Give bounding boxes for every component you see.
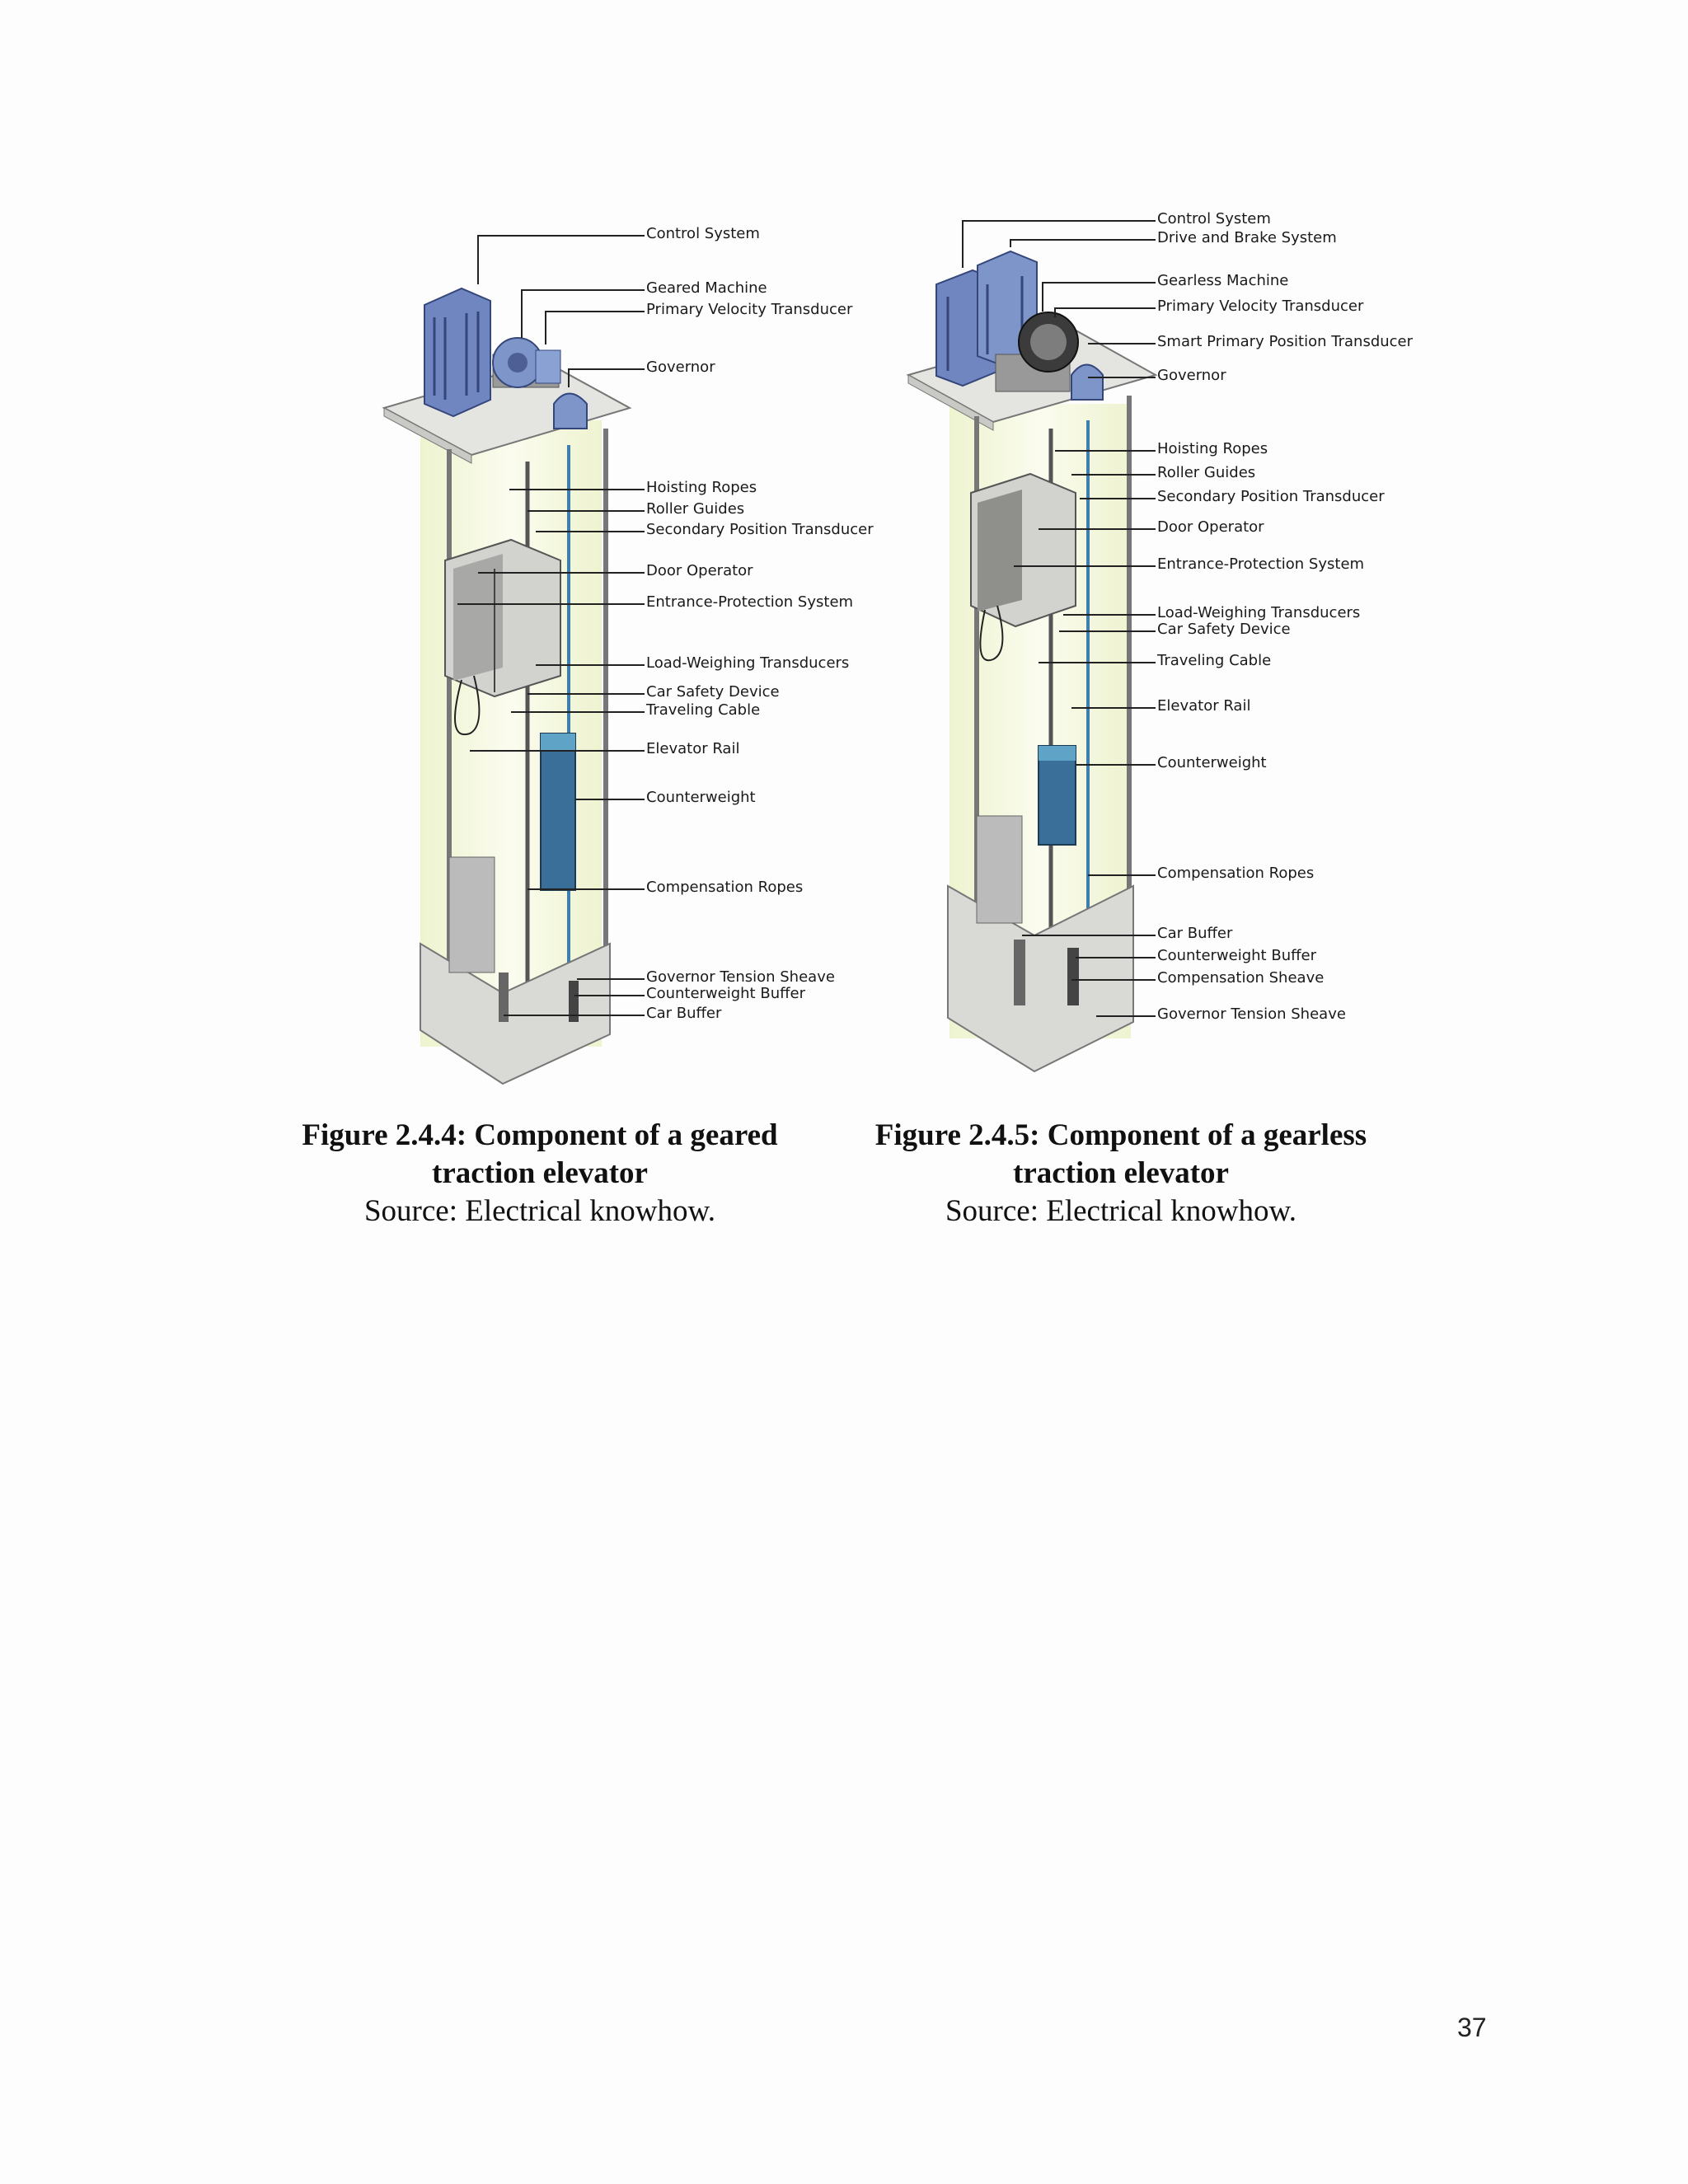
callout-traveling-cable: Traveling Cable: [1157, 652, 1272, 669]
callout-door-operator: Door Operator: [1157, 518, 1264, 536]
figure-caption-geared: Figure 2.4.4: Component of a geared trac…: [264, 1117, 816, 1230]
callout-entrance-protection-system: Entrance-Protection System: [646, 593, 854, 611]
callout-hoisting-ropes: Hoisting Ropes: [1157, 440, 1268, 457]
callout-drive-and-brake-system: Drive and Brake System: [1157, 229, 1337, 246]
caption-source: Source: Electrical knowhow.: [945, 1194, 1297, 1228]
callout-gearless-machine: Gearless Machine: [1157, 272, 1289, 289]
callout-compensation-ropes: Compensation Ropes: [646, 879, 804, 896]
caption-title-line1: Figure 2.4.5: Component of a gearless: [874, 1118, 1367, 1152]
callout-secondary-position-transducer: Secondary Position Transducer: [646, 521, 874, 538]
callout-counterweight-buffer: Counterweight Buffer: [646, 985, 805, 1002]
callout-governor: Governor: [646, 359, 715, 376]
callout-roller-guides: Roller Guides: [646, 500, 745, 518]
callout-car-buffer: Car Buffer: [646, 1005, 722, 1022]
page-number: 37: [1457, 2013, 1487, 2042]
callout-elevator-rail: Elevator Rail: [1157, 697, 1251, 715]
callout-compensation-sheave: Compensation Sheave: [1157, 969, 1325, 987]
callout-roller-guides: Roller Guides: [1157, 464, 1256, 481]
caption-title-line2: traction elevator: [1013, 1156, 1229, 1190]
counterweight-icon: [540, 733, 576, 891]
gearless-elevator-drawing: [906, 250, 1158, 1073]
callout-counterweight: Counterweight: [1157, 754, 1267, 771]
callout-counterweight-buffer: Counterweight Buffer: [1157, 947, 1316, 964]
caption-title-line1: Figure 2.4.4: Component of a geared: [302, 1118, 778, 1152]
callout-counterweight: Counterweight: [646, 789, 756, 806]
callout-governor-tension-sheave: Governor Tension Sheave: [646, 968, 835, 986]
callout-car-safety-device: Car Safety Device: [646, 683, 780, 701]
geared-machine-icon: [492, 337, 561, 388]
callout-secondary-position-transducer: Secondary Position Transducer: [1157, 488, 1385, 505]
callout-elevator-rail: Elevator Rail: [646, 740, 740, 757]
callout-smart-primary-position-transducer: Smart Primary Position Transducer: [1157, 333, 1414, 350]
callout-governor: Governor: [1157, 367, 1226, 384]
callout-load-weighing-transducers: Load-Weighing Transducers: [1157, 604, 1361, 621]
callout-governor-tension-sheave: Governor Tension Sheave: [1157, 1005, 1346, 1023]
geared-leader-lines: [457, 235, 645, 1016]
callout-compensation-ropes: Compensation Ropes: [1157, 865, 1315, 882]
governor-icon: [1071, 363, 1104, 401]
callout-entrance-protection-system: Entrance-Protection System: [1157, 555, 1365, 573]
figure-caption-gearless: Figure 2.4.5: Component of a gearless tr…: [845, 1117, 1397, 1230]
geared-elevator-drawing: [382, 287, 632, 1085]
gearless-leader-lines: [962, 220, 1156, 1017]
caption-source: Source: Electrical knowhow.: [363, 1194, 716, 1228]
callout-hoisting-ropes: Hoisting Ropes: [646, 479, 757, 496]
callout-geared-machine: Geared Machine: [646, 279, 767, 297]
callout-door-operator: Door Operator: [646, 562, 753, 579]
callout-car-buffer: Car Buffer: [1157, 925, 1233, 942]
gearless-machine-icon: [995, 312, 1079, 392]
callout-primary-velocity-transducer: Primary Velocity Transducer: [1157, 298, 1364, 315]
callout-load-weighing-transducers: Load-Weighing Transducers: [646, 654, 850, 672]
governor-icon: [553, 392, 588, 429]
callout-primary-velocity-transducer: Primary Velocity Transducer: [646, 301, 853, 318]
elevator-illustrations: [382, 220, 1158, 1085]
callout-control-system: Control System: [646, 225, 760, 242]
callout-car-safety-device: Car Safety Device: [1157, 621, 1291, 638]
control-cabinet-icon: [424, 287, 491, 418]
caption-title-line2: traction elevator: [432, 1156, 648, 1190]
elevator-car-icon: [444, 538, 561, 698]
callout-control-system: Control System: [1157, 210, 1271, 227]
elevator-car-icon: [970, 472, 1076, 628]
callout-traveling-cable: Traveling Cable: [646, 701, 761, 719]
counterweight-icon: [1038, 745, 1076, 846]
